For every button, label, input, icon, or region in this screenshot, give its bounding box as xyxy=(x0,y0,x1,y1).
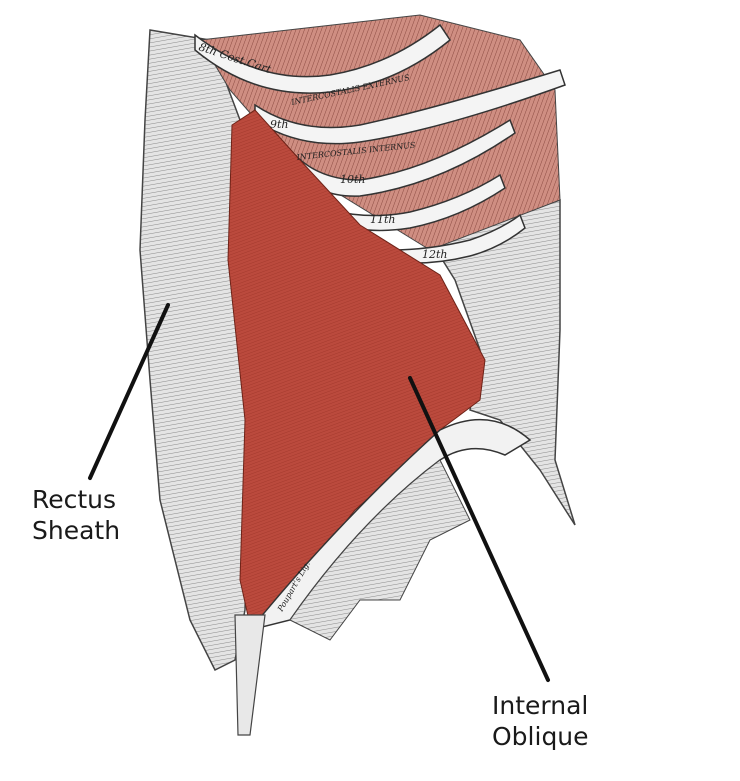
rib-12-label: 12th xyxy=(422,248,448,261)
ribs xyxy=(194,23,566,264)
internal-oblique-callout: Internal Oblique xyxy=(492,690,589,752)
internal-oblique-label-line1: Internal xyxy=(492,691,589,720)
cord xyxy=(234,614,266,736)
pelvis-shading xyxy=(289,459,471,641)
rib-9-label: 9th xyxy=(270,118,289,131)
rectus-sheath-label-line2: Sheath xyxy=(32,516,121,545)
flank-region xyxy=(428,198,576,526)
internal-oblique-leader-line xyxy=(408,376,550,682)
rib-11-label: 11th xyxy=(370,213,396,226)
rectus-sheath-callout: Rectus Sheath xyxy=(32,484,120,546)
rectus-sheath-leader-line xyxy=(88,303,170,480)
internal-oblique-label-line2: Oblique xyxy=(492,722,589,751)
rectus-sheath-label-line1: Rectus xyxy=(32,485,117,514)
rib-10-label: 10th xyxy=(340,173,366,186)
